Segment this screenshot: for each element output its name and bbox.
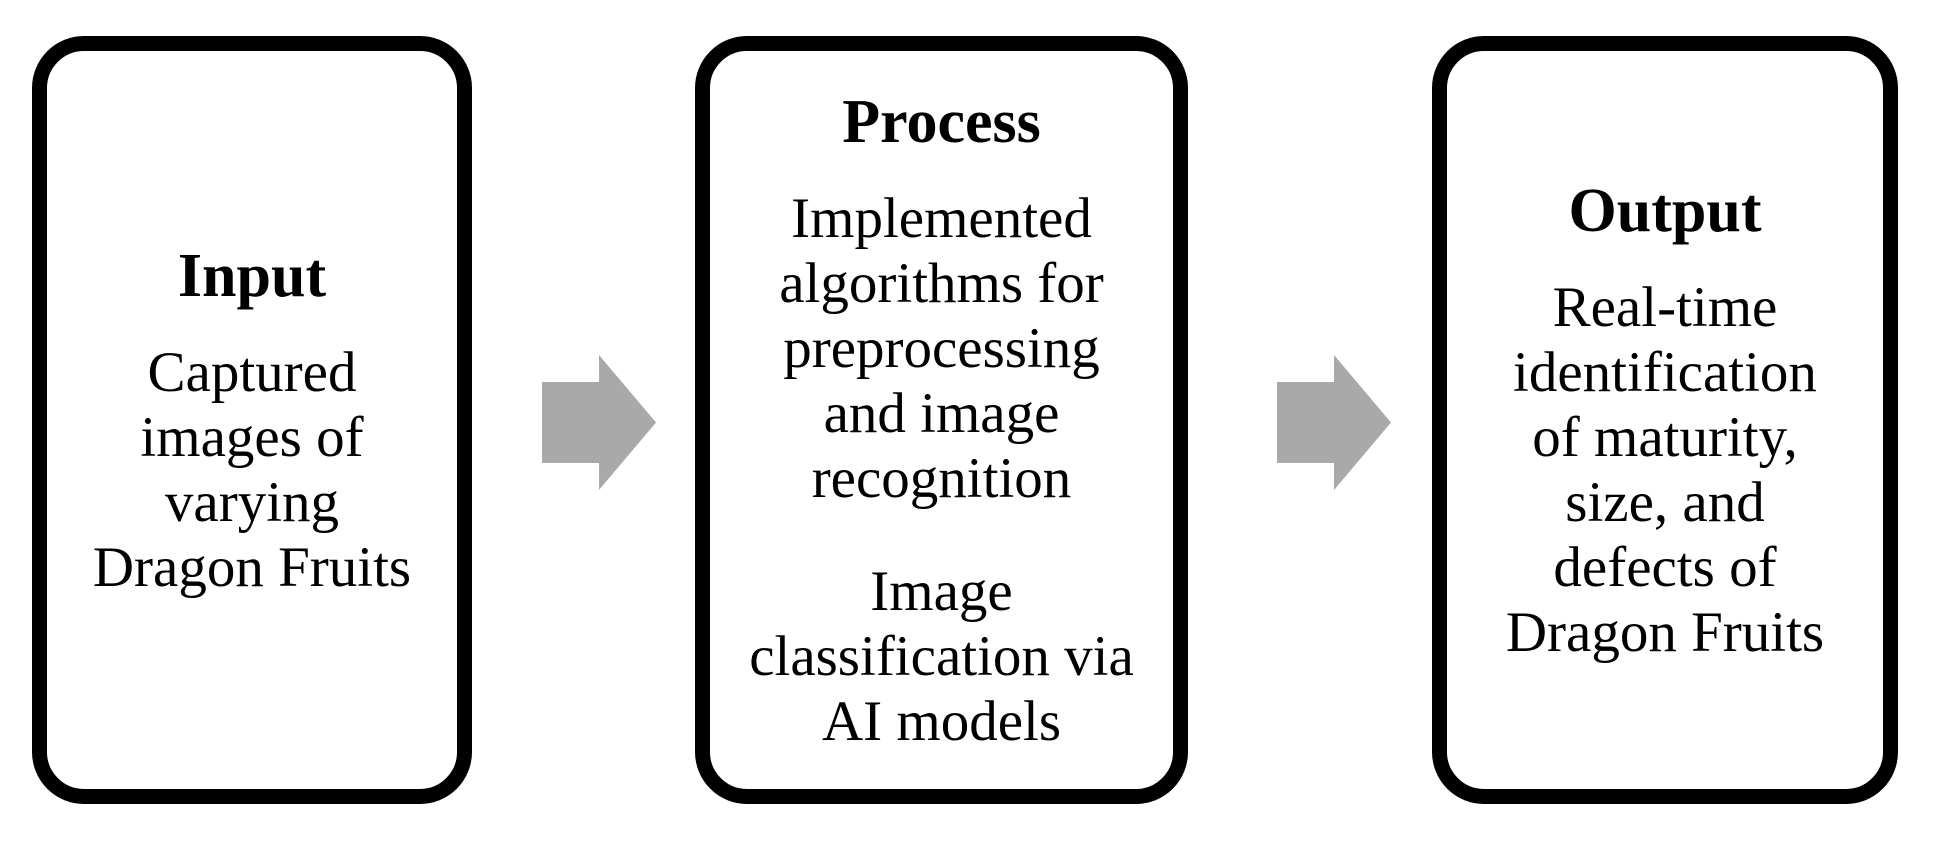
right-arrow-shape	[542, 355, 656, 490]
flow-node-process: Process Implemented algorithms for prepr…	[695, 36, 1188, 804]
output-box-heading: Output	[1568, 177, 1762, 245]
right-arrow-icon	[542, 355, 656, 490]
output-box-text: Real-time identification of maturity, si…	[1505, 276, 1825, 664]
right-arrow-shape	[1277, 355, 1391, 490]
process-box-text-1: Implemented algorithms for preprocessing…	[779, 187, 1104, 510]
process-box-text-2: Image classification via AI models	[749, 560, 1134, 753]
process-box-heading: Process	[842, 88, 1041, 156]
right-arrow-icon	[1277, 355, 1391, 490]
input-box-heading: Input	[177, 242, 327, 310]
flow-node-output: Output Real-time identification of matur…	[1432, 36, 1898, 804]
input-box-text: Captured images of varying Dragon Fruits	[92, 341, 412, 599]
flow-node-input: Input Captured images of varying Dragon …	[32, 36, 472, 804]
